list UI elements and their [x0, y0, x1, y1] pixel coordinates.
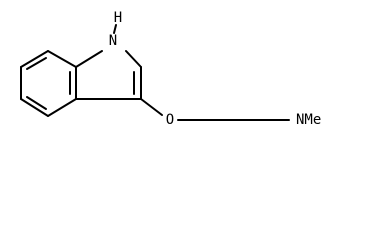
chemical-structure-diagram: H N O NMe: [20, 10, 322, 128]
double-bond-c4-c5: [26, 96, 47, 110]
double-bond-c6-c7: [26, 57, 47, 70]
amine-label: NMe: [296, 112, 321, 128]
bond-n1-c2: [125, 50, 142, 68]
bond-c6-c7: [20, 50, 49, 68]
bond-c7a-n1: [75, 50, 103, 68]
bond-n1-h: [113, 24, 117, 34]
indole-nitrogen-label: N: [109, 33, 117, 49]
bond-c7-c7a: [47, 50, 77, 68]
hydrogen-label: H: [114, 10, 122, 26]
bond-c3-o: [140, 98, 163, 116]
bond-c3a-c4: [47, 98, 77, 117]
ether-oxygen-label: O: [166, 112, 174, 128]
bond-c4-c5: [20, 98, 49, 117]
